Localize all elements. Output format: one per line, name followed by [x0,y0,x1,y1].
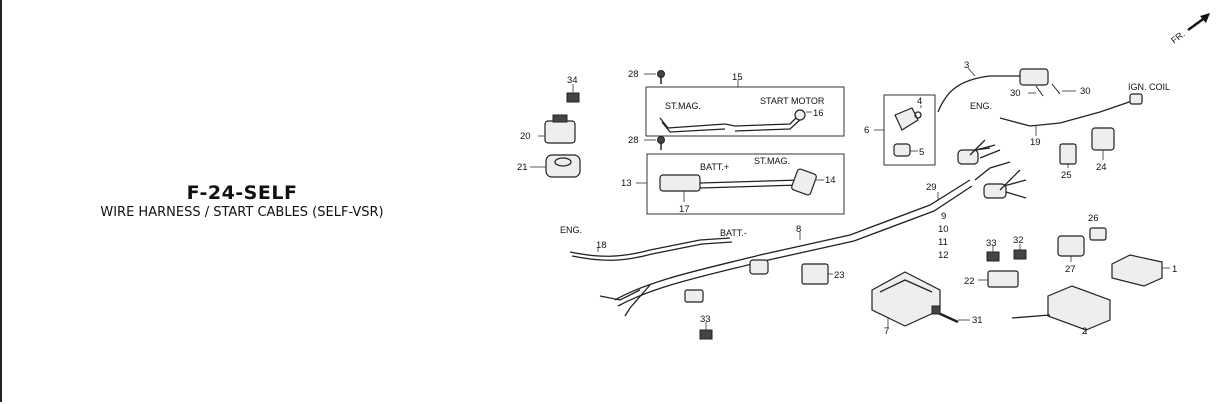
callout-14: 14 [825,175,836,186]
callout-28-upper: 28 [628,69,639,80]
callout-34: 34 [567,75,578,86]
label-eng-right: ENG. [970,101,992,111]
callout-11: 11 [938,237,948,248]
callout-24: 24 [1096,162,1107,173]
part-21-relay-cover: 21 [517,154,581,178]
callout-28-lower: 28 [628,135,639,146]
diagram-title-block: F-24-SELF WIRE HARNESS / START CABLES (S… [40,182,444,220]
callout-2: 2 [1082,326,1087,337]
callout-17: 17 [679,204,690,215]
callout-19: 19 [1030,137,1041,148]
callout-20: 20 [520,131,531,142]
part-15-start-motor-cable: 15 ST.MAG. START MOTOR 16 [645,72,845,137]
label-ign-coil: IGN. COIL [1128,82,1170,92]
callout-10: 10 [938,224,949,235]
callout-31: 31 [972,315,983,326]
callout-30a: 30 [1010,88,1021,99]
part-32-connector: 32 [1013,235,1027,260]
callout-5: 5 [919,147,924,158]
callout-21: 21 [517,162,528,173]
part-2-control-box: 2 [1011,285,1111,337]
callout-29: 29 [926,182,937,193]
callout-3: 3 [964,60,969,71]
part-13-battery-cable: 13 BATT.+ ST.MAG. 14 17 [621,153,845,215]
part-31-bolt: 31 [931,305,983,326]
callout-15: 15 [732,72,743,83]
label-batt-plus: BATT.+ [700,162,729,172]
diagram-code: F-24-SELF [186,182,298,204]
callout-25: 25 [1061,170,1072,181]
part-6-spark-plug-cap-set: 6 4 5 [864,94,936,166]
callout-22: 22 [964,276,975,287]
part-28-bolt-lower: 28 [628,135,665,150]
part-23-junction-block: 23 [801,263,845,285]
callout-16: 16 [813,108,824,119]
part-3-ignition-coil-wire: 3 30 30 [937,60,1091,113]
callout-4: 4 [917,96,922,107]
part-20-starter-relay: 20 [520,114,576,144]
callout-8: 8 [796,224,801,235]
callout-27: 27 [1065,264,1076,275]
label-start-motor: START MOTOR [760,96,825,106]
callout-33-upper: 33 [986,238,997,249]
part-24-relay: 24 [1091,127,1115,173]
callout-13: 13 [621,178,632,189]
part-27-flasher: 27 [1057,235,1085,275]
label-st-mag-lower: ST.MAG. [754,156,790,166]
callout-18: 18 [596,240,607,251]
part-33-connector-lower: 33 [699,314,713,340]
callout-32: 32 [1013,235,1024,246]
part-1-cdi-unit: 1 [1111,254,1177,287]
part-7-regulator-rectifier: 7 [871,271,941,337]
callout-26: 26 [1088,213,1099,224]
part-18-main-harness: ENG. 18 BATT.- 8 [560,179,973,317]
callout-6: 6 [864,125,869,136]
part-33-connector-upper: 33 [986,238,1000,262]
part-28-bolt-upper: 28 [628,69,665,84]
callout-7: 7 [884,326,889,337]
diagram-description: WIRE HARNESS / START CABLES (SELF-VSR) [100,205,384,220]
callout-1: 1 [1172,264,1177,275]
label-st-mag-top: ST.MAG. [665,101,701,111]
callout-33-lower: 33 [700,314,711,325]
callout-9: 9 [941,211,946,222]
front-direction-marker: FR. [1169,13,1210,46]
label-batt-minus: BATT.- [720,228,747,238]
part-34-connector: 34 [566,75,580,103]
callout-12: 12 [938,250,949,261]
part-22-connector-block: 22 [964,270,1019,288]
fr-label: FR. [1169,29,1187,46]
callout-23: 23 [834,270,845,281]
part-26-cap: 26 [1088,213,1107,241]
label-eng-left: ENG. [560,225,582,235]
callout-30b: 30 [1080,86,1091,97]
main-wire-harness-connectors: 29 9 10 11 12 [926,139,1027,261]
part-19-engine-ground-cable: ENG. IGN. COIL 19 [970,82,1170,148]
part-25-fuse-holder: 25 [1059,143,1077,181]
